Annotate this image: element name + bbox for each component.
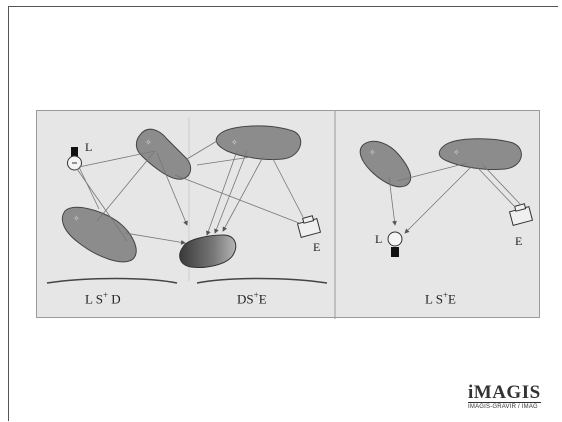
path-label-lsd: L S+ D (85, 290, 121, 307)
svg-text:✧: ✧ (369, 148, 376, 157)
light-bulb-icon-left (67, 147, 82, 171)
specular-object-top-right (215, 125, 302, 160)
camera-icon-right (508, 203, 534, 226)
path-bracket-right (196, 277, 328, 284)
light-label-left: L (85, 140, 93, 154)
logo-wordmark: iMAGIS (468, 382, 541, 403)
svg-text:✧: ✧ (453, 148, 460, 157)
light-path-figure: ✧ ✧ ✧ (36, 110, 540, 319)
figure-drawing: ✧ ✧ ✧ (46, 111, 534, 319)
specular-object-top-left (135, 128, 192, 180)
light-bulb-icon-right (387, 231, 403, 257)
specular-object-right-1 (359, 140, 412, 188)
eye-label-left: E (313, 240, 321, 254)
imagis-logo: iMAGIS IMAGIS-GRAVIR / IMAG (468, 382, 544, 410)
logo-subtitle: IMAGIS-GRAVIR / IMAG (468, 404, 538, 410)
specular-object-right-2 (438, 138, 522, 170)
camera-icon-left (296, 215, 322, 238)
path-label-dse: DS+E (237, 290, 267, 307)
svg-text:✧: ✧ (73, 214, 80, 223)
path-label-lse: L S+E (425, 290, 456, 307)
eye-label-right: E (515, 234, 523, 248)
svg-text:✧: ✧ (145, 138, 152, 147)
path-bracket-left (46, 277, 178, 284)
slide-frame (8, 6, 558, 421)
diffuse-object (179, 234, 237, 268)
specular-object-bottom-left (61, 206, 137, 263)
light-label-right: L (375, 232, 383, 246)
svg-text:✧: ✧ (231, 138, 238, 147)
